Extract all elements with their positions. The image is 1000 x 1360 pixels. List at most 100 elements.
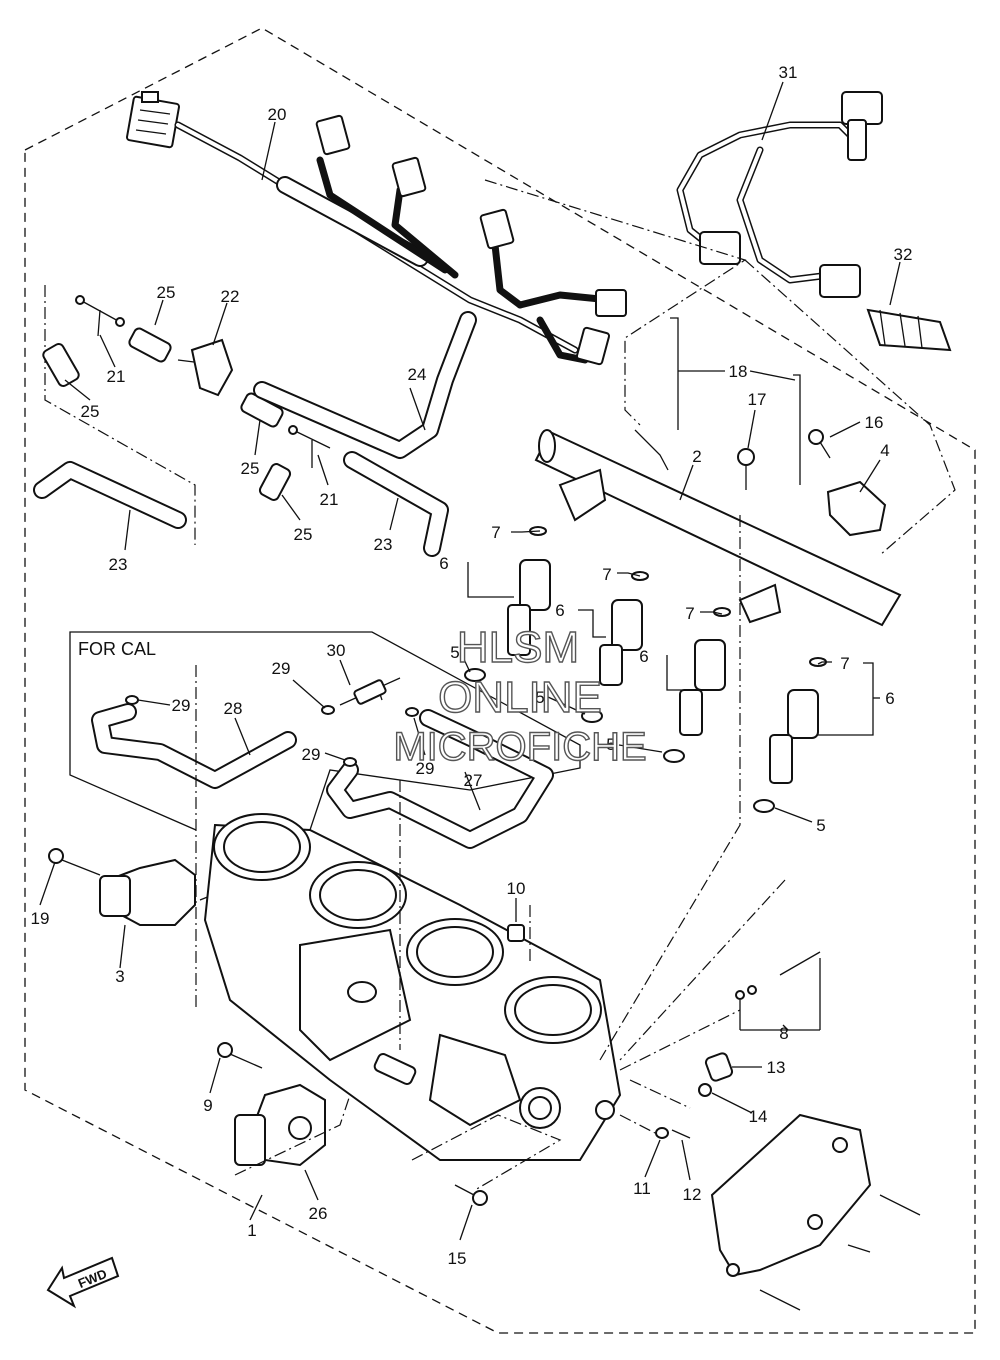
callout-15: 15 bbox=[448, 1249, 467, 1268]
callout-1: 1 bbox=[247, 1221, 256, 1240]
callout-12: 12 bbox=[683, 1185, 702, 1204]
sensor-3 bbox=[99, 858, 196, 926]
hose-24 bbox=[253, 311, 477, 459]
for-cal-label: FOR CAL bbox=[78, 639, 156, 659]
callout-2: 2 bbox=[692, 447, 701, 466]
callout-29: 29 bbox=[416, 759, 435, 778]
leader-lines bbox=[39, 81, 901, 1241]
callout-31: 31 bbox=[779, 63, 798, 82]
wire-harness-20 bbox=[126, 91, 627, 366]
callout-32: 32 bbox=[894, 245, 913, 264]
callout-7: 7 bbox=[491, 523, 500, 542]
callout-21: 21 bbox=[320, 490, 339, 509]
injector-6-b bbox=[599, 571, 649, 686]
wire-holder-32 bbox=[866, 308, 952, 352]
band-18 bbox=[670, 317, 801, 485]
hose-25-pieces bbox=[42, 327, 292, 501]
callout-17: 17 bbox=[748, 390, 767, 409]
callout-13: 13 bbox=[767, 1058, 786, 1077]
callout-21: 21 bbox=[107, 367, 126, 386]
screw-17 bbox=[737, 448, 755, 490]
callouts: 1 2 3 4 5 5 5 5 6 6 6 6 7 7 7 7 8 9 10 1… bbox=[31, 63, 913, 1268]
callout-25: 25 bbox=[81, 402, 100, 421]
dashdot-guides bbox=[195, 515, 786, 1191]
callout-23: 23 bbox=[374, 535, 393, 554]
callout-7: 7 bbox=[602, 565, 611, 584]
callout-29: 29 bbox=[302, 745, 321, 764]
hose-group-boundary bbox=[44, 285, 196, 545]
throttle-body-1 bbox=[203, 813, 622, 1161]
callout-30: 30 bbox=[327, 641, 346, 660]
callout-16: 16 bbox=[865, 413, 884, 432]
nut-10 bbox=[507, 924, 525, 942]
screw-15 bbox=[454, 1184, 488, 1206]
callout-25: 25 bbox=[294, 525, 313, 544]
screw-16 bbox=[808, 429, 831, 459]
callout-29: 29 bbox=[172, 696, 191, 715]
hose-28 bbox=[91, 703, 297, 789]
callout-8: 8 bbox=[779, 1024, 788, 1043]
hose-27 bbox=[326, 709, 554, 849]
callout-6: 6 bbox=[555, 601, 564, 620]
watermark-line-1: HLSM bbox=[457, 623, 579, 672]
cap-13 bbox=[704, 1052, 734, 1082]
callout-5: 5 bbox=[450, 643, 459, 662]
callout-9: 9 bbox=[203, 1096, 212, 1115]
callout-26: 26 bbox=[309, 1204, 328, 1223]
fuel-rail-boundary bbox=[484, 179, 747, 426]
callout-19: 19 bbox=[31, 909, 50, 928]
callout-4: 4 bbox=[880, 441, 889, 460]
fuel-rail-2 bbox=[534, 429, 902, 627]
hose-23-right bbox=[343, 451, 449, 557]
callout-11: 11 bbox=[633, 1179, 651, 1198]
callout-6: 6 bbox=[439, 554, 448, 573]
callout-14: 14 bbox=[749, 1107, 768, 1126]
hose-joint-21-lower bbox=[288, 425, 331, 468]
sensor-26 bbox=[234, 1083, 326, 1167]
callout-27: 27 bbox=[464, 771, 483, 790]
clip-14 bbox=[698, 1083, 712, 1097]
sensor-26-leader bbox=[234, 1094, 351, 1176]
callout-6: 6 bbox=[885, 689, 894, 708]
injector-6-a bbox=[507, 526, 551, 656]
callout-10: 10 bbox=[507, 879, 526, 898]
callout-5: 5 bbox=[606, 735, 615, 754]
callout-25: 25 bbox=[157, 283, 176, 302]
screw-9 bbox=[217, 1042, 263, 1069]
assembly-boundary bbox=[24, 27, 976, 1334]
callout-6: 6 bbox=[639, 647, 648, 666]
injector-6-c bbox=[679, 607, 731, 736]
clip-29 bbox=[125, 695, 419, 767]
callout-5: 5 bbox=[535, 688, 544, 707]
callout-20: 20 bbox=[268, 105, 287, 124]
callout-7: 7 bbox=[840, 654, 849, 673]
callout-24: 24 bbox=[408, 365, 427, 384]
callout-18: 18 bbox=[729, 362, 748, 381]
hose-joint-22 bbox=[177, 338, 234, 397]
callout-28: 28 bbox=[224, 699, 243, 718]
sub-harness-31 bbox=[676, 91, 883, 298]
pressure-sensor-4 bbox=[826, 480, 887, 537]
joint-30 bbox=[339, 677, 401, 706]
callout-3: 3 bbox=[115, 967, 124, 986]
callout-22: 22 bbox=[221, 287, 240, 306]
callout-5: 5 bbox=[816, 816, 825, 835]
hose-joint-21-upper bbox=[75, 295, 125, 337]
screw-set-8 bbox=[735, 951, 821, 1031]
watermark: HLSM ONLINE MICROFICHE bbox=[393, 622, 648, 769]
pin-12 bbox=[671, 1129, 691, 1139]
hose-23-left bbox=[33, 461, 187, 529]
injector-6-d bbox=[769, 657, 827, 784]
washer-11 bbox=[655, 1127, 669, 1139]
watermark-line-2: ONLINE bbox=[438, 673, 602, 722]
screw-19 bbox=[48, 848, 101, 876]
fwd-arrow-icon: FWD bbox=[46, 1256, 120, 1309]
for-cal-boundary bbox=[69, 631, 581, 901]
watermark-line-3: MICROFICHE bbox=[393, 725, 646, 769]
callout-7: 7 bbox=[685, 604, 694, 623]
bracket-cover bbox=[710, 1113, 921, 1311]
callout-23: 23 bbox=[109, 555, 128, 574]
callout-29: 29 bbox=[272, 659, 291, 678]
callout-25: 25 bbox=[241, 459, 260, 478]
